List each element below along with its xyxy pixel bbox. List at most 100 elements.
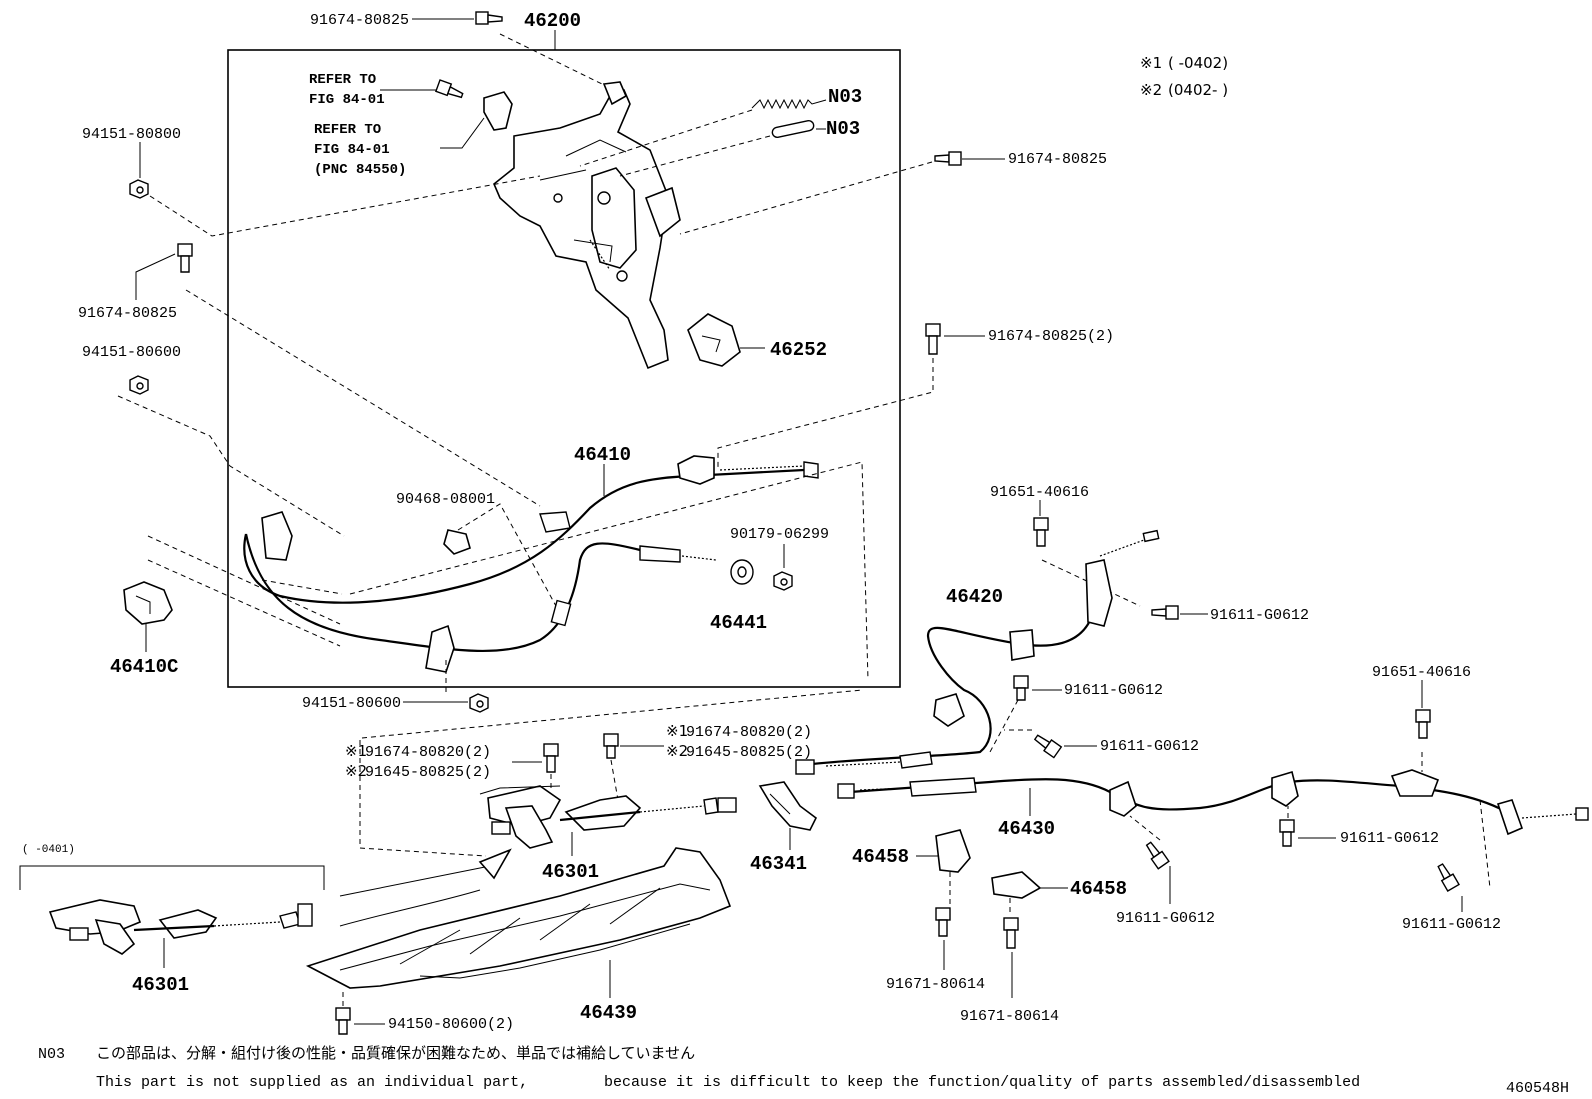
label-91671-80614-b: 91671-80614 xyxy=(960,1008,1059,1025)
label-91645-80825-a: 91645-80825(2) xyxy=(365,764,491,781)
label-91611-G0612-d: 91611-G0612 xyxy=(1116,910,1215,927)
bolt-icon xyxy=(1437,863,1460,892)
variant-range-2: (0402- ) xyxy=(1168,81,1228,99)
label-91611-G0612-f: 91611-G0612 xyxy=(1402,916,1501,933)
mark-1-a: ※1 xyxy=(345,742,367,760)
spring-icon xyxy=(751,98,827,110)
label-91674-80820-a: 91674-80820(2) xyxy=(365,744,491,761)
label-46341: 46341 xyxy=(750,853,807,875)
variant-mark-1: ※1 xyxy=(1140,54,1162,72)
label-46252: 46252 xyxy=(770,339,827,361)
variant-range-1: ( -0402) xyxy=(1168,54,1228,72)
bolt-icon xyxy=(1145,841,1170,870)
equalizer-assembly-46301-early xyxy=(48,899,313,955)
bracket-46341 xyxy=(758,781,818,831)
rear-brake-cable-46430 xyxy=(837,769,1589,836)
nut-icon xyxy=(129,375,149,395)
label-91611-G0612-e: 91611-G0612 xyxy=(1340,830,1439,847)
front-brake-cable-46410 xyxy=(243,455,819,673)
label-91671-80614-a: 91671-80614 xyxy=(886,976,985,993)
rear-brake-cable-46420 xyxy=(795,529,1160,775)
bolt-icon xyxy=(935,907,951,937)
label-90179-06299: 90179-06299 xyxy=(730,526,829,543)
label-46410: 46410 xyxy=(574,444,631,466)
refer-line-1: REFER TO xyxy=(309,72,376,88)
label-91651-40616-b: 91651-40616 xyxy=(1372,664,1471,681)
label-46458-a: 46458 xyxy=(852,846,909,868)
diagram-id: 460548H xyxy=(1506,1080,1569,1097)
label-46420: 46420 xyxy=(946,586,1003,608)
grommet-icon xyxy=(730,559,754,585)
clip-icon xyxy=(443,529,471,555)
bolt-icon xyxy=(1033,734,1063,759)
label-91611-G0612-b: 91611-G0612 xyxy=(1064,682,1163,699)
bolt-icon xyxy=(1415,709,1431,739)
bolt-icon xyxy=(475,11,503,25)
note-code: N03 xyxy=(38,1046,65,1063)
bolt-icon xyxy=(1151,605,1179,620)
label-94151-80600-a: 94151-80600 xyxy=(82,344,181,361)
bolt-icon xyxy=(925,323,941,355)
parking-brake-pedal-assembly xyxy=(493,81,681,370)
refer-line-3: REFER TO xyxy=(314,122,381,138)
mark-2-a: ※2 xyxy=(345,762,367,780)
label-46301-early: 46301 xyxy=(132,974,189,996)
label-91611-G0612-a: 91611-G0612 xyxy=(1210,607,1309,624)
refer-line-5: (PNC 84550) xyxy=(314,162,406,178)
refer-line-4: FIG 84-01 xyxy=(314,142,390,158)
equalizer-assembly-46301 xyxy=(479,785,737,849)
note-english-1: This part is not supplied as an individu… xyxy=(96,1074,528,1091)
pin-icon xyxy=(771,119,815,139)
cable-clamp-46410C xyxy=(123,581,173,625)
bolt-icon xyxy=(1003,917,1019,949)
label-91674-80825-right: 91674-80825 xyxy=(1008,151,1107,168)
label-46458-b: 46458 xyxy=(1070,878,1127,900)
bolt-icon xyxy=(1013,675,1029,701)
label-91651-40616-a: 91651-40616 xyxy=(990,484,1089,501)
assembly-frame xyxy=(227,49,901,688)
label-91674-80825-2: 91674-80825(2) xyxy=(988,328,1114,345)
label-91674-80820-b: 91674-80820(2) xyxy=(686,724,812,741)
note-english-2: because it is difficult to keep the func… xyxy=(604,1074,1360,1091)
label-91674-80825-left: 91674-80825 xyxy=(78,305,177,322)
nut-icon xyxy=(773,571,793,591)
bolt-icon xyxy=(603,733,619,759)
label-94151-80800: 94151-80800 xyxy=(82,126,181,143)
label-46200: 46200 xyxy=(524,10,581,32)
label-46439: 46439 xyxy=(580,1002,637,1024)
bolt-icon xyxy=(177,243,193,273)
clip-icon xyxy=(483,91,513,131)
bolt-icon xyxy=(1279,819,1295,847)
clip-46458-b xyxy=(991,871,1042,899)
bolt-icon xyxy=(934,151,962,166)
label-46301-main: 46301 xyxy=(542,861,599,883)
label-91645-80825-b: 91645-80825(2) xyxy=(686,744,812,761)
inset-range: ( -0401) xyxy=(22,844,75,856)
bolt-icon xyxy=(1033,517,1049,547)
nut-icon xyxy=(469,693,489,713)
mark-1-b: ※1 xyxy=(666,722,688,740)
label-N03-pin: N03 xyxy=(826,118,860,140)
variant-mark-2: ※2 xyxy=(1140,81,1162,99)
bolt-icon xyxy=(543,743,559,773)
label-91611-G0612-c: 91611-G0612 xyxy=(1100,738,1199,755)
note-japanese: この部品は、分解・組付け後の性能・品質確保が困難なため、単品では補給していません xyxy=(96,1044,695,1062)
label-46430: 46430 xyxy=(998,818,1055,840)
label-46410C: 46410C xyxy=(110,656,178,678)
clip-46458-a xyxy=(935,829,971,873)
arrow-icon xyxy=(339,865,491,897)
pedal-pad-icon xyxy=(687,313,741,367)
label-91674-80825-top: 91674-80825 xyxy=(310,12,409,29)
label-90468-08001: 90468-08001 xyxy=(396,491,495,508)
label-46441: 46441 xyxy=(710,612,767,634)
nut-icon xyxy=(129,179,149,199)
label-N03-spring: N03 xyxy=(828,86,862,108)
label-94151-80600-b: 94151-80600 xyxy=(302,695,401,712)
label-94150-80600: 94150-80600(2) xyxy=(388,1016,514,1033)
refer-line-2: FIG 84-01 xyxy=(309,92,385,108)
heat-shield-46439 xyxy=(305,847,732,989)
mark-2-b: ※2 xyxy=(666,742,688,760)
bolt-icon xyxy=(335,1007,351,1035)
bolt-icon xyxy=(434,79,464,99)
